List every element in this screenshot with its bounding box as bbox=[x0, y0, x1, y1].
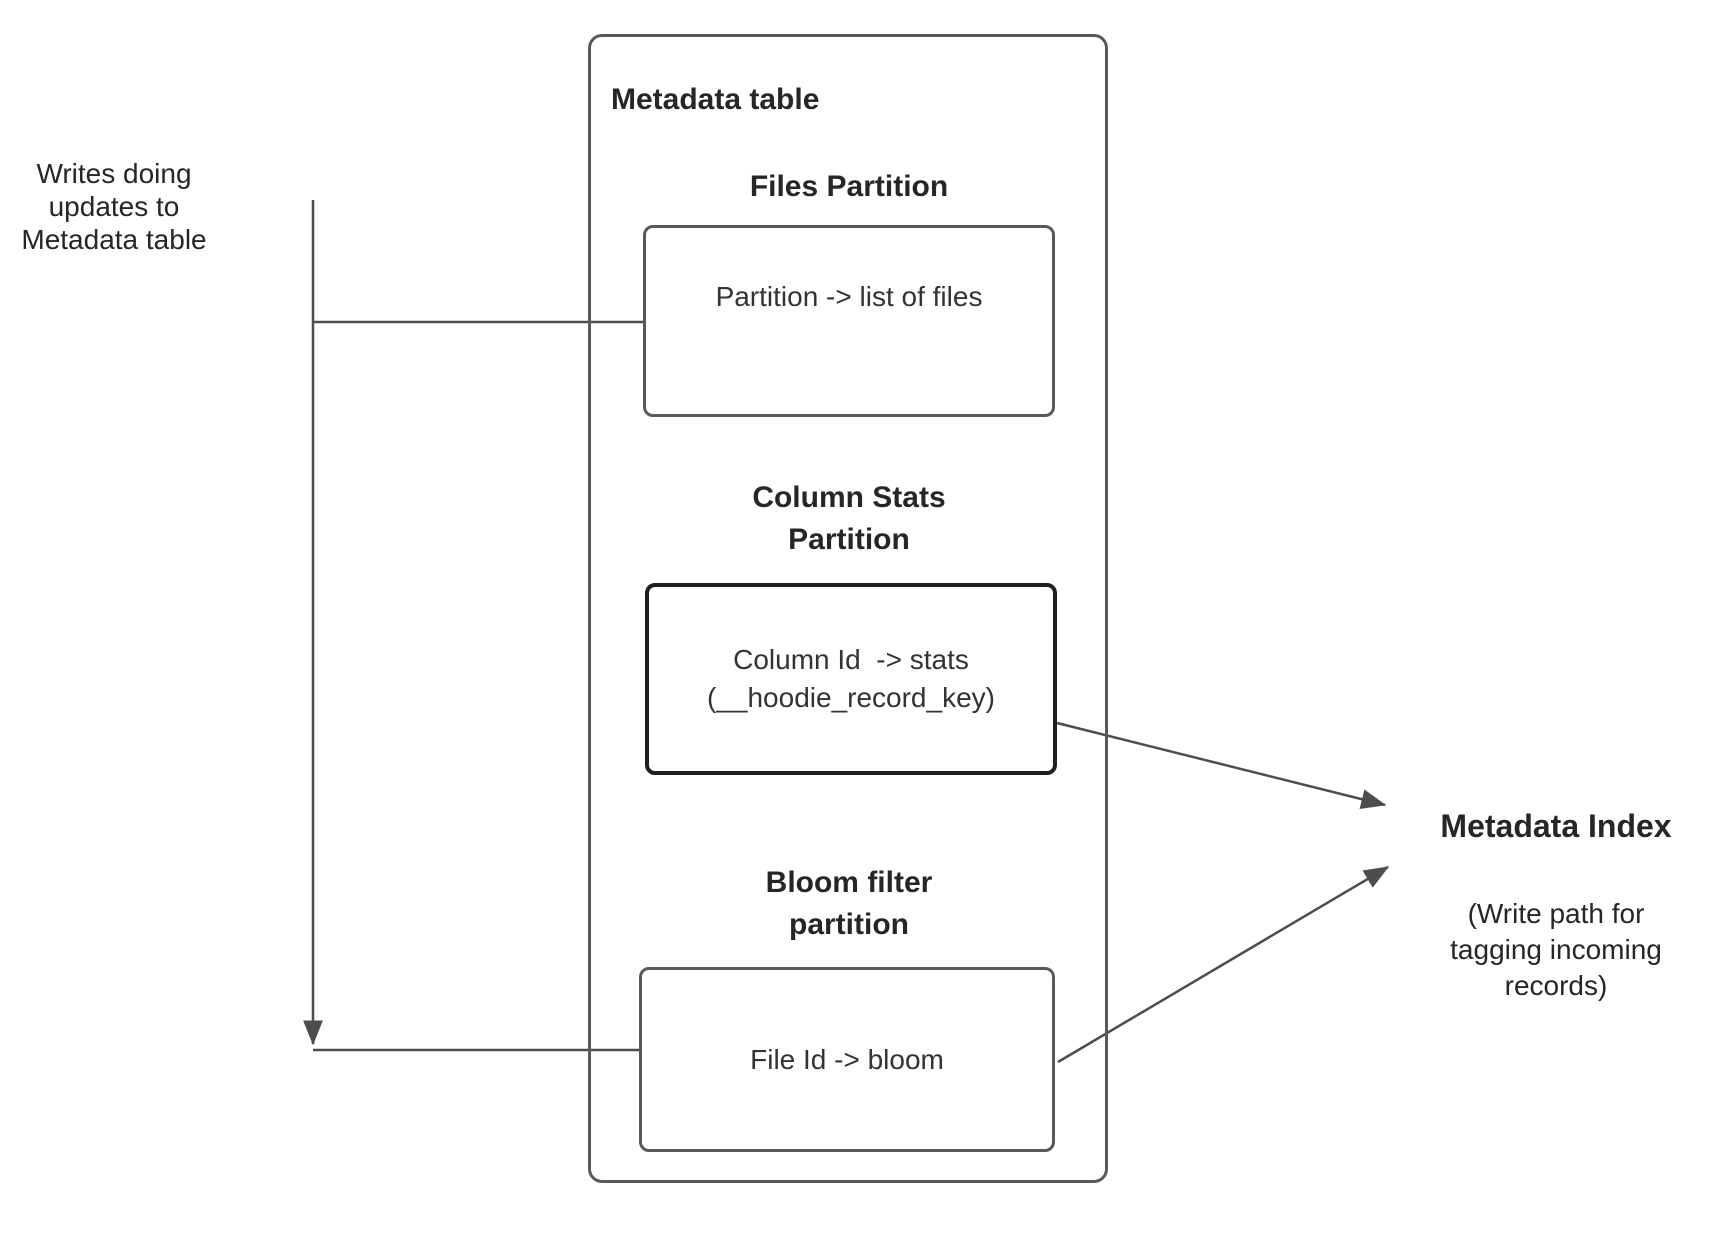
bloom-filter-partition-mapping: File Id -> bloom bbox=[750, 1043, 944, 1075]
column-stats-partition-heading: Column Stats Partition bbox=[752, 481, 946, 556]
files-partition-box: Partition -> list of files bbox=[643, 225, 1055, 417]
column-stats-partition-mapping: Column Id -> stats (__hoodie_record_key) bbox=[707, 644, 995, 713]
metadata-table-title: Metadata table bbox=[611, 83, 820, 116]
writes-note: Writes doing updates to Metadata table bbox=[21, 158, 207, 255]
bloom-filter-partition-box: File Id -> bloom bbox=[639, 967, 1055, 1152]
arrow-bloom-to-index bbox=[1057, 865, 1390, 1064]
metadata-index-title: Metadata Index bbox=[1440, 808, 1672, 844]
metadata-index-subtitle: (Write path for tagging incoming records… bbox=[1450, 898, 1662, 1001]
files-partition-heading: Files Partition bbox=[749, 170, 949, 203]
metadata-table-container bbox=[588, 34, 1108, 1183]
arrow-colstats-to-index bbox=[1056, 721, 1387, 809]
files-partition-mapping: Partition -> list of files bbox=[715, 281, 983, 312]
bloom-filter-partition-heading: Bloom filter partition bbox=[765, 866, 933, 941]
column-stats-partition-box: Column Id -> stats (__hoodie_record_key) bbox=[645, 583, 1057, 775]
